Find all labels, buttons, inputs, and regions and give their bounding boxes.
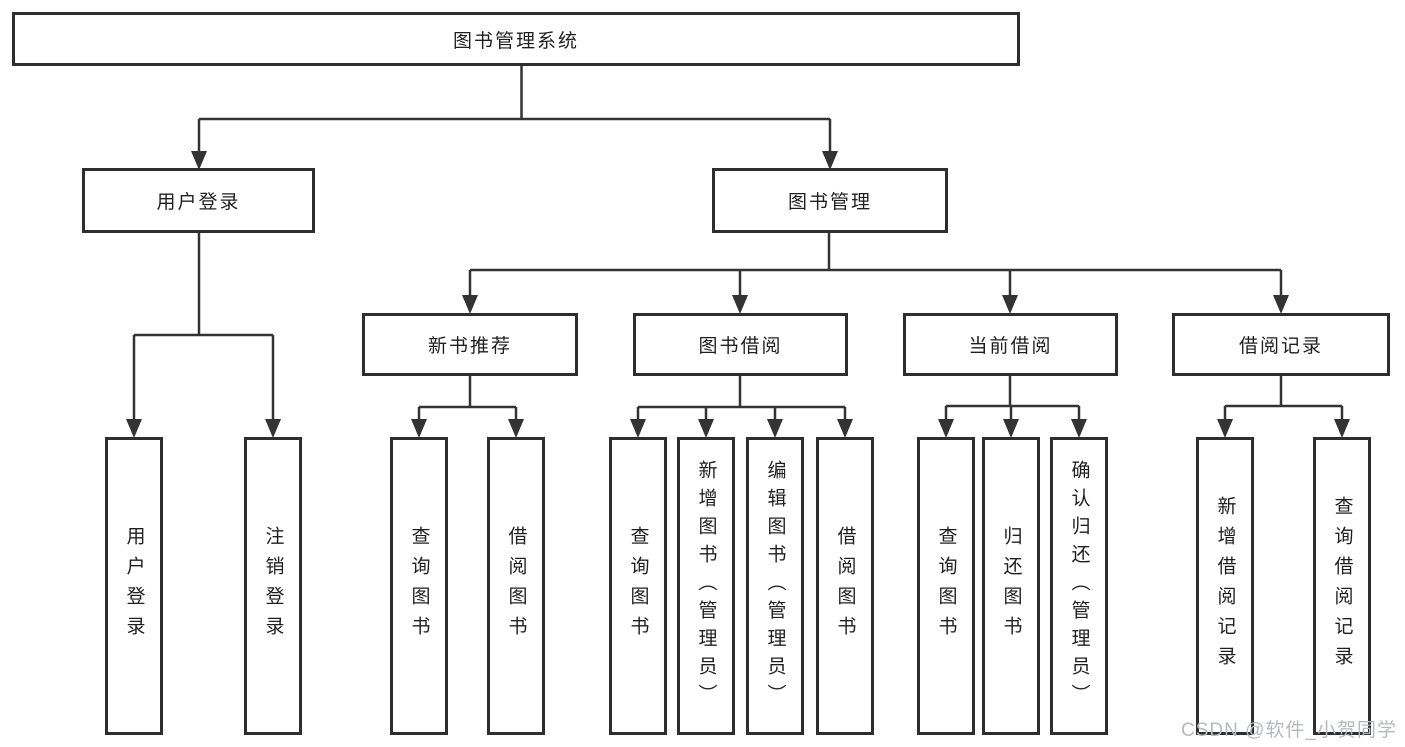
leaf-query-book: 查询图书 xyxy=(609,437,667,735)
leaf-borrow-book: 借阅图书 xyxy=(487,437,545,735)
leaf-label: 归还图书 xyxy=(1000,526,1022,646)
leaf-query-borrow-record: 查询借阅记录 xyxy=(1313,437,1371,735)
leaf-label: 查询借阅记录 xyxy=(1331,496,1353,676)
node-root-system: 图书管理系统 xyxy=(12,12,1020,66)
node-label: 当前借阅 xyxy=(968,336,1053,357)
leaf-user-login: 用户登录 xyxy=(105,437,163,735)
csdn-watermark: CSDN @软件_小贺同学 xyxy=(1181,720,1397,741)
node-book-management-branch: 图书管理 xyxy=(712,168,948,233)
leaf-label: 查询图书 xyxy=(627,526,649,646)
leaf-label: 注销登录 xyxy=(262,526,284,646)
leaf-label: 借阅图书 xyxy=(505,526,527,646)
leaf-label: 借阅图书 xyxy=(834,526,856,646)
leaf-label: 新增借阅记录 xyxy=(1214,496,1236,676)
leaf-label: 编辑图书（管理员） xyxy=(764,460,786,712)
leaf-add-book-admin: 新增图书（管理员） xyxy=(677,437,735,735)
leaf-label: 新增图书（管理员） xyxy=(695,460,717,712)
node-current-borrowing: 当前借阅 xyxy=(903,313,1118,376)
leaf-borrow-book: 借阅图书 xyxy=(816,437,874,735)
leaf-label: 确认归还（管理员） xyxy=(1068,460,1090,712)
leaf-logout: 注销登录 xyxy=(244,437,302,735)
node-label: 新书推荐 xyxy=(427,336,512,357)
leaf-return-book: 归还图书 xyxy=(982,437,1040,735)
leaf-label: 查询图书 xyxy=(408,526,430,646)
node-label: 图书借阅 xyxy=(698,336,783,357)
leaf-label: 查询图书 xyxy=(935,526,957,646)
node-label: 图书管理系统 xyxy=(452,30,579,52)
node-new-book-recommend: 新书推荐 xyxy=(362,313,578,376)
node-label: 图书管理 xyxy=(787,192,872,213)
node-user-login-branch: 用户登录 xyxy=(82,168,315,233)
node-label: 用户登录 xyxy=(156,192,241,213)
node-book-borrowing: 图书借阅 xyxy=(633,313,848,376)
leaf-query-book: 查询图书 xyxy=(390,437,448,735)
leaf-edit-book-admin: 编辑图书（管理员） xyxy=(746,437,804,735)
node-borrowing-records: 借阅记录 xyxy=(1172,313,1390,376)
node-label: 借阅记录 xyxy=(1238,336,1323,357)
leaf-label: 用户登录 xyxy=(123,526,145,646)
leaf-add-borrow-record: 新增借阅记录 xyxy=(1196,437,1254,735)
leaf-query-book: 查询图书 xyxy=(917,437,975,735)
leaf-confirm-return-admin: 确认归还（管理员） xyxy=(1050,437,1108,735)
